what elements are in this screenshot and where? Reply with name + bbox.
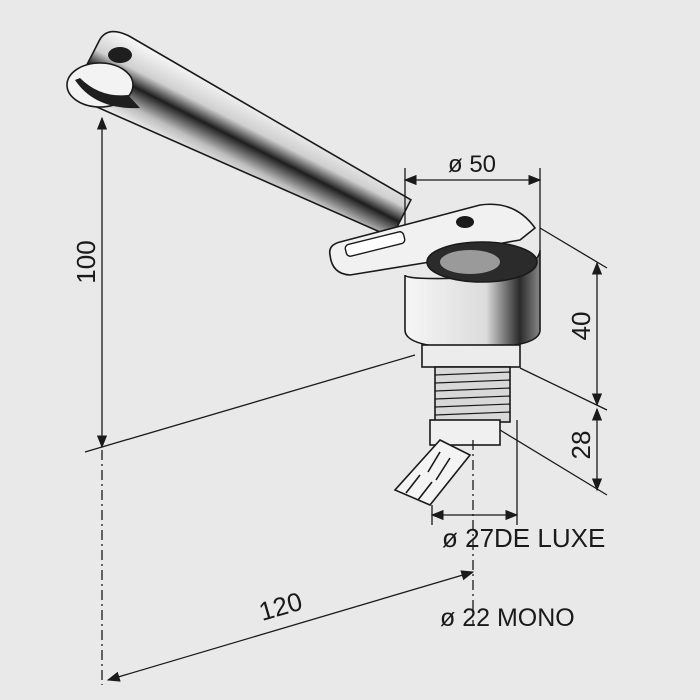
extension-line: [499, 429, 608, 496]
dimension-reach: [106, 570, 475, 682]
label-reach: 120: [256, 586, 306, 627]
faucet-spout: [66, 30, 412, 239]
faucet-hose-connectors: [393, 439, 472, 506]
extension-line: [539, 227, 608, 269]
label-base-diameter: ø 50: [448, 151, 496, 178]
label-thread-diameter-deluxe: ø 27DE LUXE: [442, 523, 605, 553]
faucet-thread: [421, 344, 521, 446]
extension-line-base: [84, 354, 416, 453]
label-thread-height: 28: [566, 431, 596, 460]
label-body-height: 40: [566, 312, 596, 341]
label-deluxe: DE LUXE: [494, 523, 605, 553]
extension-line: [519, 367, 608, 411]
label-height: 100: [71, 240, 101, 283]
label-thread-diameter-mono: ø 22 MONO: [440, 604, 575, 632]
faucet-lever: [328, 203, 537, 276]
label-diameter-27: ø 27: [442, 523, 494, 553]
faucet-body: [404, 241, 541, 349]
